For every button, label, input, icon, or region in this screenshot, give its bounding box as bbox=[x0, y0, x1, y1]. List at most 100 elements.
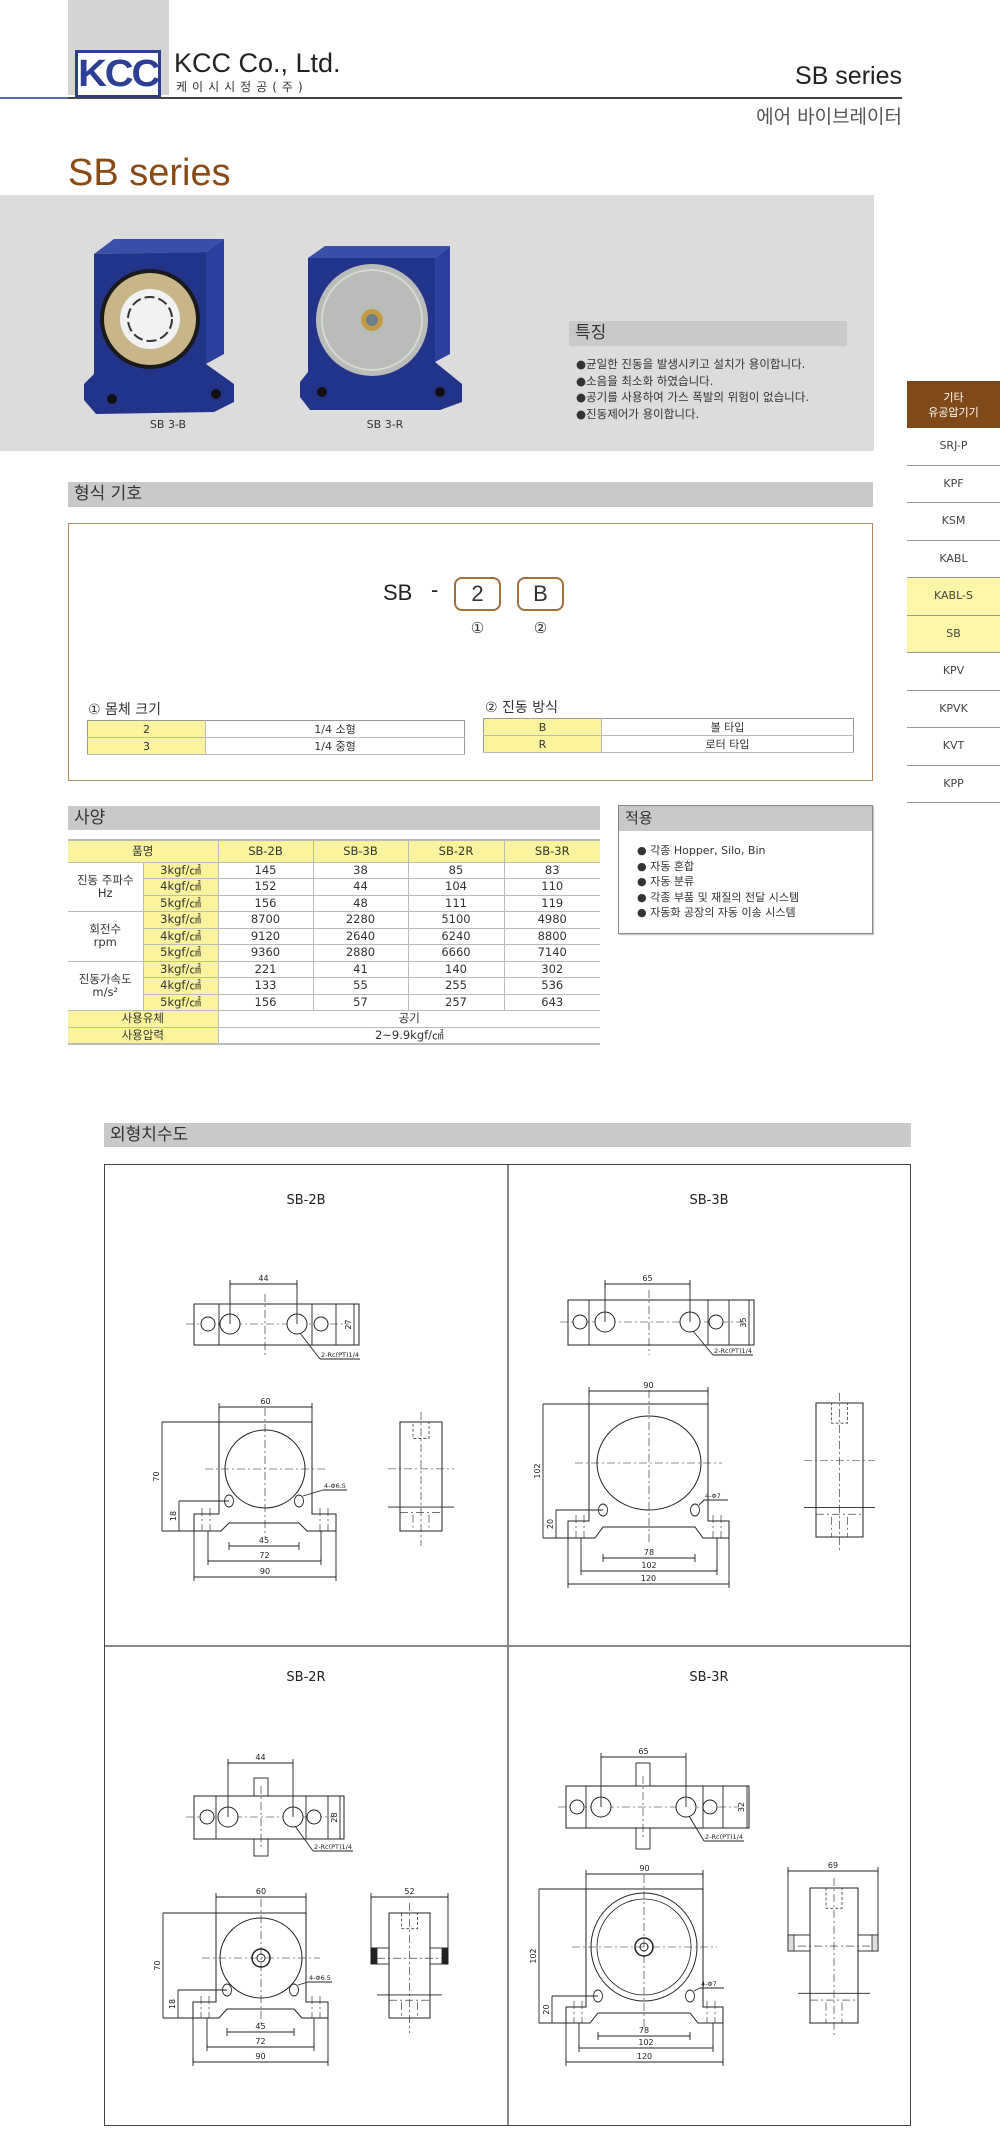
value-cell: 221 bbox=[218, 961, 314, 978]
model-dash: - bbox=[431, 577, 439, 602]
pressure-cell: 5kgf/㎠ bbox=[143, 944, 219, 962]
sidebar-item-kpv[interactable]: KPV bbox=[907, 653, 1000, 691]
value-cell: 4980 bbox=[504, 911, 600, 929]
column-header: SB-2B bbox=[218, 840, 314, 863]
value-cell: 156 bbox=[218, 994, 314, 1011]
nut bbox=[441, 1947, 449, 1965]
row-value: 공기 bbox=[218, 1010, 600, 1028]
value-cell: 57 bbox=[313, 994, 409, 1011]
application-item: ● 자동 혼합 bbox=[637, 859, 695, 873]
mount-label: 4-Φ7 bbox=[705, 1492, 721, 1500]
group-unit: m/s² bbox=[92, 984, 119, 999]
dimension-label: 65 bbox=[638, 1747, 648, 1756]
sidebar-category-header[interactable]: 기타 유공압기기 bbox=[907, 381, 1000, 428]
dimension-label: 27 bbox=[344, 1319, 353, 1329]
column-header: SB-2R bbox=[408, 840, 505, 863]
dimension-label: 35 bbox=[739, 1317, 748, 1327]
dimensions-heading: 외형치수도 bbox=[104, 1123, 911, 1147]
dimension-label: 18 bbox=[168, 1999, 177, 2009]
mount-label: 4-Φ7 bbox=[701, 1980, 717, 1988]
drawing-sb-3r: SB-3R65322-Rc(PT)1/49010220781021204-Φ76… bbox=[529, 1670, 879, 2066]
dimension-label: 20 bbox=[546, 1519, 555, 1529]
value-cell: 6660 bbox=[408, 944, 505, 962]
product-image-sb3r bbox=[300, 246, 462, 410]
leader-line bbox=[692, 1330, 714, 1356]
group-unit: rpm bbox=[93, 935, 117, 950]
value-cell: 5100 bbox=[408, 911, 505, 929]
value-cell: 104 bbox=[408, 878, 505, 896]
drawing-title: SB-3B bbox=[689, 1193, 728, 1208]
value-cell: 152 bbox=[218, 878, 314, 896]
dimension-label: 60 bbox=[260, 1397, 270, 1406]
dimension-label: 102 bbox=[529, 1948, 538, 1963]
dimension-label: 52 bbox=[404, 1887, 414, 1896]
sidebar-item-srj-p[interactable]: SRJ-P bbox=[907, 428, 1000, 466]
sidebar-header-line: 유공압기기 bbox=[928, 406, 979, 419]
pressure-cell: 3kgf/㎠ bbox=[143, 862, 219, 879]
leader-line bbox=[688, 1815, 705, 1842]
drawing-title: SB-3R bbox=[689, 1670, 728, 1685]
marker-1: ① bbox=[470, 619, 485, 637]
value-cell: 536 bbox=[504, 977, 600, 995]
product-caption: SB 3-B bbox=[149, 418, 187, 431]
sidebar-item-kabl-s[interactable]: KABL-S bbox=[907, 578, 1000, 616]
port-hole bbox=[313, 1316, 329, 1332]
port-hole bbox=[306, 1809, 322, 1825]
applications-box: 적용 ● 각종 Hopper, Silo, Bin ● 자동 혼합 ● 자동 분… bbox=[618, 805, 873, 934]
value-cell: 257 bbox=[408, 994, 505, 1011]
application-item: ● 각종 Hopper, Silo, Bin bbox=[637, 844, 766, 857]
value-cell: 9120 bbox=[218, 928, 314, 945]
hidden-port bbox=[401, 1912, 418, 1930]
port-hole bbox=[199, 1809, 215, 1825]
feature-item: ●소음을 최소화 하였습니다. bbox=[576, 373, 714, 388]
feature-item: ●균일한 진동을 발생시키고 설치가 용이합니다. bbox=[576, 357, 806, 371]
dimension-label: 72 bbox=[255, 2037, 265, 2046]
kcc-logo[interactable]: KCC bbox=[75, 50, 161, 98]
sidebar-item-sb[interactable]: SB bbox=[907, 615, 1000, 653]
hidden-port bbox=[831, 1402, 848, 1424]
product-image-sb3b bbox=[84, 239, 234, 414]
leader-line bbox=[302, 1489, 324, 1497]
dimension-label: 90 bbox=[643, 1381, 653, 1390]
leader-line bbox=[297, 1981, 309, 1986]
sidebar-item-kvt[interactable]: KVT bbox=[907, 728, 1000, 766]
model-code-heading: 형식 기호 bbox=[68, 482, 873, 507]
product-subtitle: 에어 바이브레이터 bbox=[756, 106, 902, 128]
value-cell: 133 bbox=[218, 977, 314, 995]
feature-item: ●공기를 사용하여 가스 폭발의 위험이 없습니다. bbox=[576, 390, 809, 404]
dimension-label: 18 bbox=[169, 1511, 178, 1521]
sidebar-item-ksm[interactable]: KSM bbox=[907, 503, 1000, 541]
mounting-hole bbox=[294, 1494, 304, 1508]
value-cell: 8700 bbox=[218, 911, 314, 929]
sidebar-item-kabl[interactable]: KABL bbox=[907, 541, 1000, 578]
dimension-label: 72 bbox=[259, 1551, 269, 1560]
value-cell: 8800 bbox=[504, 928, 600, 945]
pressure-cell: 4kgf/㎠ bbox=[143, 928, 219, 945]
company-name: KCC Co., Ltd. bbox=[174, 48, 341, 78]
sidebar-item-kpf[interactable]: KPF bbox=[907, 466, 1000, 503]
desc-cell: 로터 타입 bbox=[601, 735, 854, 753]
pressure-cell: 4kgf/㎠ bbox=[143, 977, 219, 995]
sidebar-item-kpp[interactable]: KPP bbox=[907, 766, 1000, 803]
sidebar-item-kpvk[interactable]: KPVK bbox=[907, 691, 1000, 728]
mount-label: 4-Φ6.5 bbox=[309, 1974, 331, 1982]
pressure-cell: 5kgf/㎠ bbox=[143, 994, 219, 1011]
drawing-title: SB-2R bbox=[286, 1670, 325, 1685]
vibration-mode-title: ② 진동 방식 bbox=[485, 700, 558, 716]
value-cell: 9360 bbox=[218, 944, 314, 962]
port-hole bbox=[702, 1799, 718, 1815]
body-size-title: ① 몸체 크기 bbox=[88, 702, 161, 718]
value-cell: 110 bbox=[504, 878, 600, 896]
value-cell: 38 bbox=[313, 862, 409, 879]
